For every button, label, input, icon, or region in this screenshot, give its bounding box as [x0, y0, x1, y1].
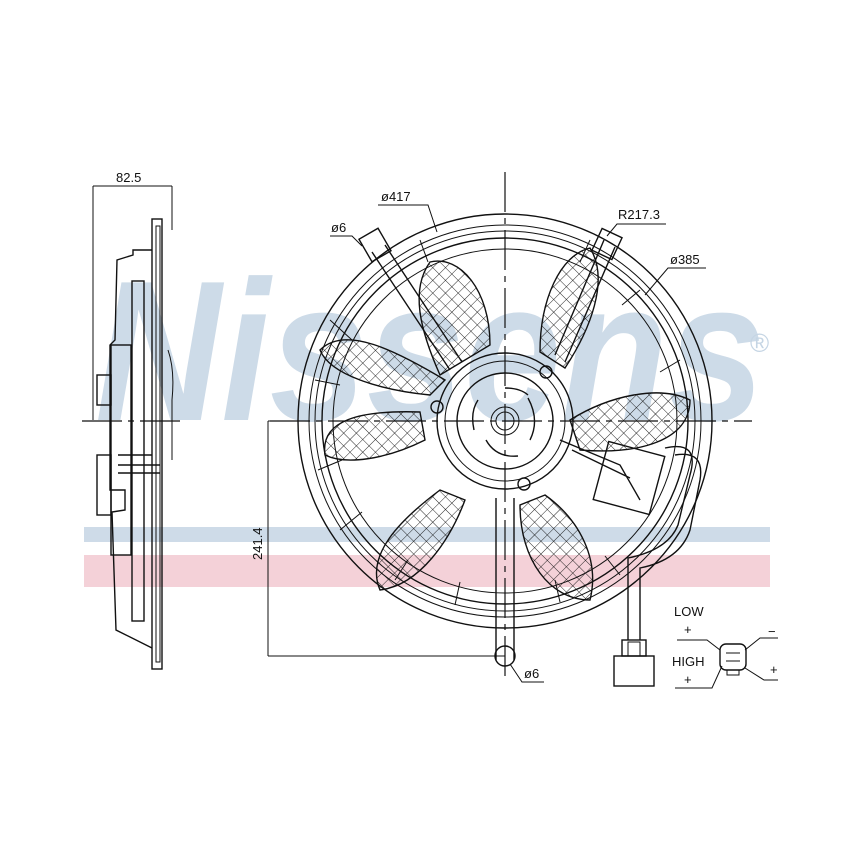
- high-sign: +: [684, 672, 692, 687]
- dim-fan-diameter: ø385: [670, 252, 700, 267]
- high-label: HIGH: [672, 654, 705, 669]
- connector-pinout: LOW + HIGH + − +: [672, 604, 778, 689]
- low-label: LOW: [674, 604, 704, 619]
- watermark-registered: ®: [750, 328, 769, 358]
- front-view: ø417 ø6 R217.3 ø385 241.4 ø6: [250, 172, 752, 687]
- right-top-sign: −: [768, 624, 776, 639]
- dim-vertical-offset: 241.4: [250, 527, 265, 560]
- side-view: 82.5: [82, 170, 185, 670]
- dim-outer-diameter: ø417: [381, 189, 411, 204]
- low-sign: +: [684, 622, 692, 637]
- dim-mount-hole-bottom: ø6: [524, 666, 539, 681]
- connector-plug-icon: [719, 643, 747, 671]
- dim-mount-hole-top: ø6: [331, 220, 346, 235]
- right-bottom-sign: +: [770, 662, 778, 677]
- dim-side-depth: 82.5: [116, 170, 141, 185]
- dim-shroud-radius: R217.3: [618, 207, 660, 222]
